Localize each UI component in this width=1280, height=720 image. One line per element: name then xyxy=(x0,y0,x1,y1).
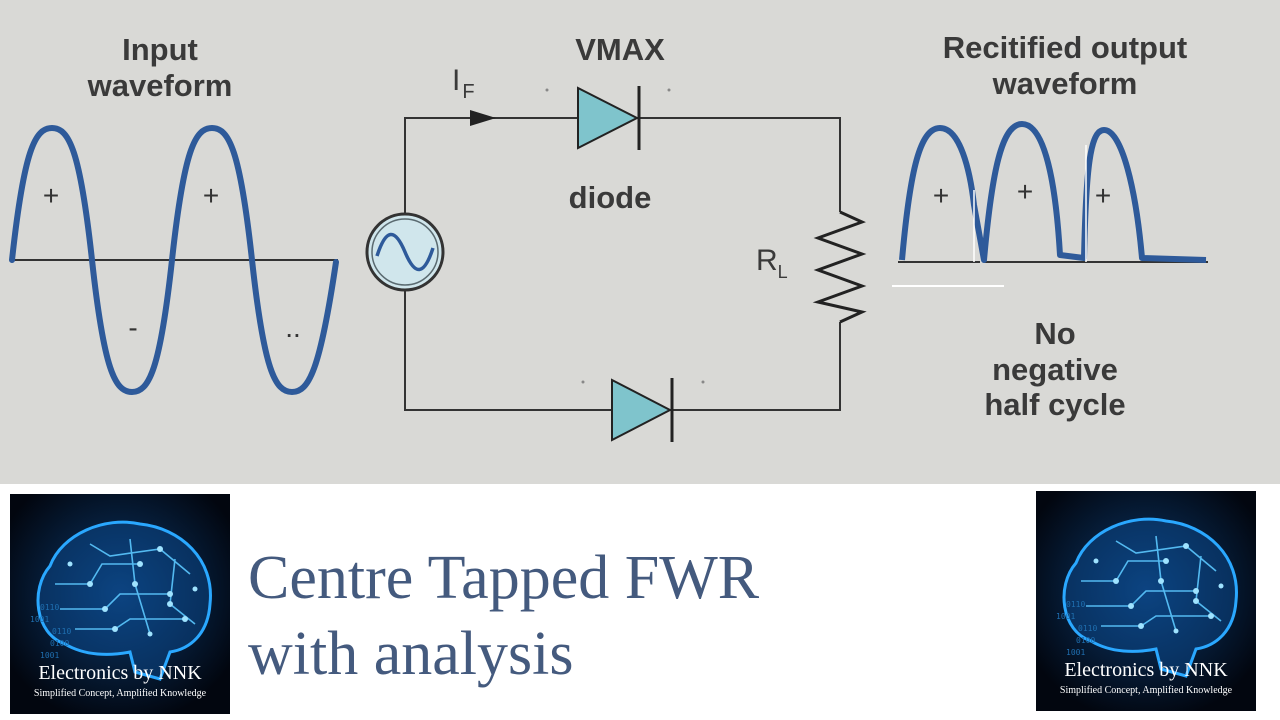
resistor-label: RL xyxy=(756,244,788,282)
input-waveform-label: Input waveform xyxy=(60,32,260,103)
resistor-subscript: L xyxy=(777,262,788,282)
svg-text:0100: 0100 xyxy=(50,639,69,648)
output-waveform-label: Recitified output waveform xyxy=(900,30,1230,101)
output-waveform xyxy=(899,121,1207,263)
output-plus-sign: + xyxy=(1016,176,1034,207)
dot-mark xyxy=(581,380,585,384)
no-negative-line2: negative xyxy=(992,351,1118,387)
output-plus-sign: + xyxy=(932,180,950,211)
output-plus-sign: + xyxy=(1094,180,1112,211)
svg-text:1001: 1001 xyxy=(40,651,59,660)
ac-source-ring xyxy=(371,218,439,286)
bottom-diode xyxy=(611,378,673,442)
svg-text:0110: 0110 xyxy=(1078,624,1097,633)
input-plus-sign: + xyxy=(42,180,60,211)
svg-text:1001: 1001 xyxy=(1056,612,1075,621)
output-label-line2: waveform xyxy=(992,65,1138,101)
current-symbol: I xyxy=(452,64,461,97)
video-title: Centre Tapped FWR with analysis xyxy=(248,540,948,692)
resistor-symbol: R xyxy=(756,244,778,277)
svg-text:1001: 1001 xyxy=(1066,648,1085,657)
dot-mark xyxy=(545,88,549,92)
svg-text:0110: 0110 xyxy=(52,627,71,636)
input-dot-sign: .. xyxy=(285,312,301,343)
dot-mark xyxy=(667,88,671,92)
top-diode xyxy=(577,86,640,150)
svg-text:0100: 0100 xyxy=(1076,636,1095,645)
logo-channel-name: Electronics by NNK xyxy=(38,662,202,684)
input-plus-sign: + xyxy=(202,180,220,211)
current-arrow xyxy=(470,110,496,126)
input-label-line1: Input xyxy=(122,32,198,67)
current-subscript: F xyxy=(462,81,475,103)
input-minus-sign: - xyxy=(128,312,138,343)
load-resistor xyxy=(812,210,867,324)
circuit-drawing xyxy=(9,86,1208,442)
logo-channel-name: Electronics by NNK xyxy=(1064,659,1228,681)
vmax-label: VMAX xyxy=(575,32,665,67)
title-line1: Centre Tapped FWR xyxy=(248,544,760,612)
logo-tagline: Simplified Concept, Amplified Knowledge xyxy=(33,688,207,699)
no-negative-label: No negative half cycle xyxy=(930,316,1180,423)
no-negative-line3: half cycle xyxy=(984,387,1126,423)
ac-source-wave xyxy=(375,232,435,272)
svg-text:0110: 0110 xyxy=(1066,600,1085,609)
svg-text:1001: 1001 xyxy=(30,615,49,624)
output-label-line1: Recitified output xyxy=(942,30,1188,65)
no-negative-line1: No xyxy=(1034,316,1076,351)
input-label-line2: waveform xyxy=(87,67,233,103)
svg-text:0110: 0110 xyxy=(40,603,59,612)
title-line2: with analysis xyxy=(248,620,574,688)
logo-tagline: Simplified Concept, Amplified Knowledge xyxy=(1059,685,1233,696)
dot-mark xyxy=(701,380,705,384)
input-sine-wave xyxy=(9,124,339,396)
diode-label: diode xyxy=(568,180,652,215)
